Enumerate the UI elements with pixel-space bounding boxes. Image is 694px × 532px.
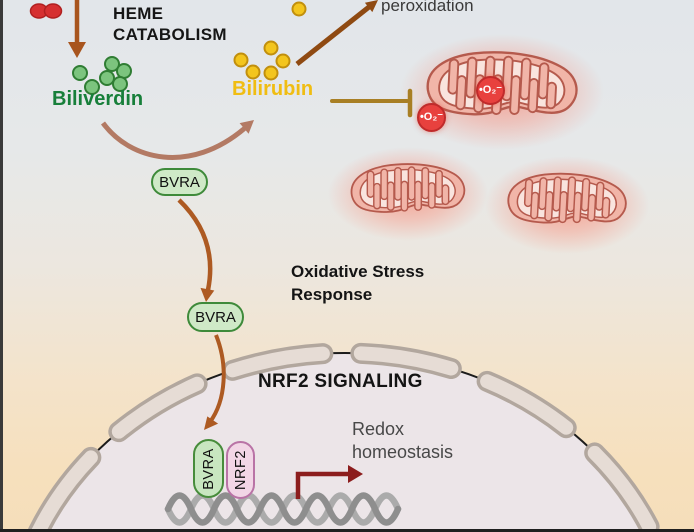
dna-helix <box>164 492 402 526</box>
oxidative-stress-label: Oxidative Stress Response <box>291 262 425 304</box>
mitochondrion-3 <box>485 156 649 254</box>
biliverdin-to-bilirubin-arrow <box>100 120 254 160</box>
biliverdin-dots <box>72 56 132 95</box>
biliverdin-label: Biliverdin <box>52 88 144 110</box>
bilirubin-dots <box>233 1 307 81</box>
superoxide-label: •O₂⁻ <box>478 84 503 96</box>
superoxide-label: •O₂⁻ <box>419 111 444 123</box>
superoxide-badge-1: •O₂⁻ <box>417 103 446 132</box>
nuclear-pore-line <box>37 352 653 532</box>
bottom-frame-border <box>0 529 694 532</box>
nucleus <box>26 342 664 532</box>
heme-dots <box>29 3 63 19</box>
nrf2-pill-label: NRF2 <box>232 450 249 490</box>
bvra-pill-label: BVRA <box>159 173 200 191</box>
peroxidation-arrow <box>295 0 378 66</box>
heme-catabolism-label: HEME CATABOLISM <box>113 4 227 44</box>
bvra-pill-nuclear: BVRA <box>193 439 224 498</box>
nrf2-pill: NRF2 <box>226 441 255 499</box>
left-frame-border <box>0 0 3 532</box>
peroxidation-label: peroxidation <box>381 0 474 15</box>
bvra-pill-cytosol-2: BVRA <box>187 302 244 332</box>
heme-arrow <box>68 0 86 58</box>
bvra-pill-label: BVRA <box>200 447 217 490</box>
superoxide-badge-2: •O₂⁻ <box>476 76 505 105</box>
redox-homeostasis-label: Redox homeostasis <box>352 419 454 462</box>
bilirubin-inhibition-bar <box>330 88 413 118</box>
bvra-translocation-arrow <box>177 198 215 302</box>
bvra-pill-cytosol-1: BVRA <box>151 168 208 196</box>
bvra-pill-label: BVRA <box>195 308 236 326</box>
mitochondrion-2 <box>328 147 488 241</box>
transcription-start-arrow <box>295 465 363 499</box>
bvra-nuclear-import-arrow <box>204 334 226 430</box>
bilirubin-label: Bilirubin <box>232 78 314 100</box>
nrf2-signaling-label: NRF2 SIGNALING <box>258 371 423 392</box>
